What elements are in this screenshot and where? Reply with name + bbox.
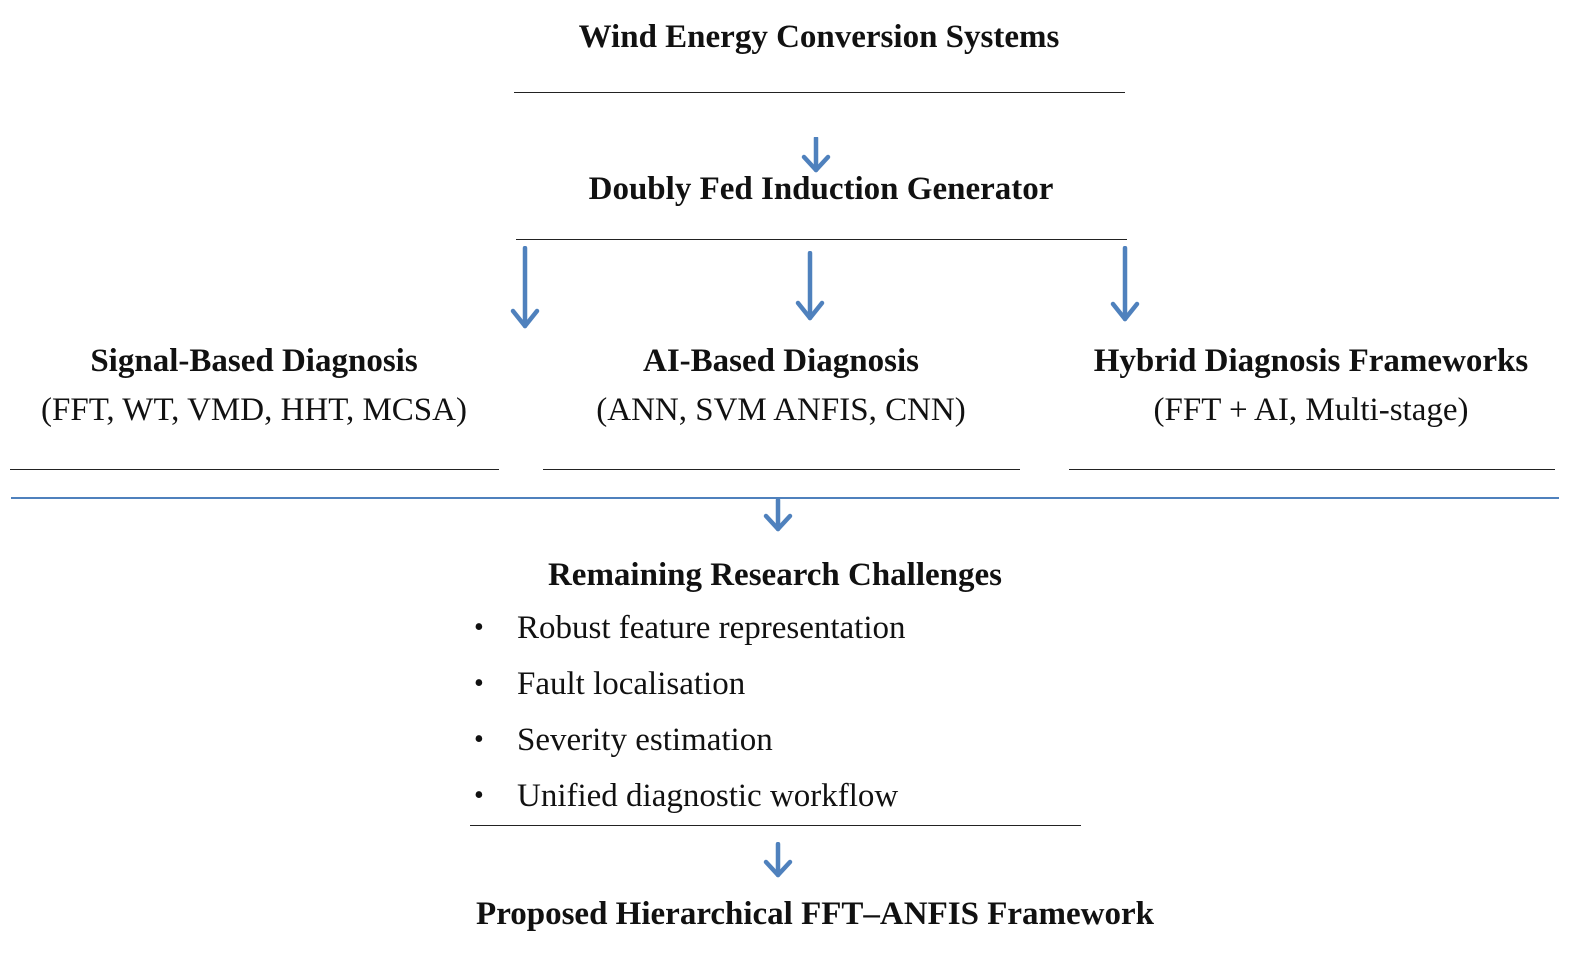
rule-dfig (516, 239, 1127, 240)
rule-wind-energy (514, 92, 1125, 93)
rule-challenges (470, 825, 1081, 826)
challenge-item-label: Robust feature representation (517, 610, 906, 646)
arrow-down-icon (795, 251, 825, 321)
rule-hybrid (1069, 469, 1555, 470)
bullet-icon: • (474, 724, 484, 755)
rule-ai (543, 469, 1020, 470)
node-challenges-title: Remaining Research Challenges (547, 557, 1003, 593)
node-hybrid-title: Hybrid Diagnosis Frameworks (1093, 343, 1529, 379)
arrow-down-icon (763, 498, 793, 532)
arrow-down-icon (801, 137, 831, 173)
node-signal-methods: (FFT, WT, VMD, HHT, MCSA) (41, 392, 467, 428)
bullet-icon: • (474, 668, 484, 699)
challenge-item-label: Unified diagnostic workflow (517, 778, 899, 814)
node-dfig-title: Doubly Fed Induction Generator (588, 171, 1054, 207)
node-hybrid-methods: (FFT + AI, Multi-stage) (1153, 392, 1469, 428)
rule-signal (10, 469, 499, 470)
arrow-down-icon (1110, 246, 1140, 322)
challenge-item-label: Severity estimation (517, 722, 773, 758)
node-signal-title: Signal-Based Diagnosis (90, 343, 418, 379)
separator-line (11, 497, 1559, 499)
node-proposed-title: Proposed Hierarchical FFT–ANFIS Framewor… (476, 896, 1154, 932)
arrow-down-icon (763, 842, 793, 878)
node-wind-energy-title: Wind Energy Conversion Systems (578, 19, 1060, 55)
node-ai-title: AI-Based Diagnosis (643, 343, 919, 379)
bullet-icon: • (474, 780, 484, 811)
node-ai-methods: (ANN, SVM ANFIS, CNN) (596, 392, 966, 428)
challenge-item-label: Fault localisation (517, 666, 746, 702)
bullet-icon: • (474, 612, 484, 643)
arrow-down-icon (510, 246, 540, 329)
